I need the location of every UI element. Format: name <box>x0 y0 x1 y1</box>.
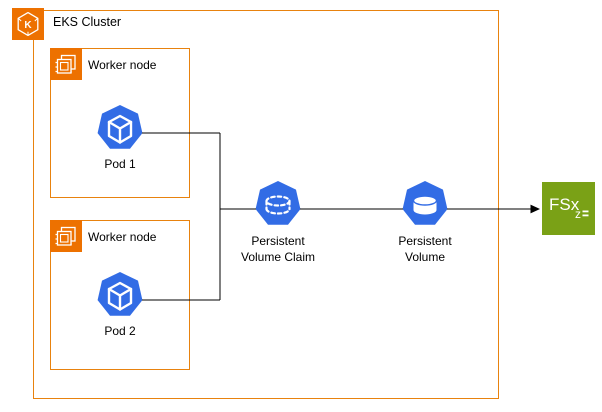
arrowhead-icon <box>530 204 540 214</box>
pod-1-label: Pod 1 <box>104 157 136 171</box>
worker-node-2-label: Worker node <box>88 230 157 244</box>
fsx-openzfs-icon: FSx z <box>542 182 595 235</box>
cluster-title: EKS Cluster <box>53 15 122 29</box>
pv-label: Persistent Volume <box>365 233 485 265</box>
pvc-label: Persistent Volume Claim <box>218 233 338 265</box>
pv-label-line1: Persistent <box>398 234 452 248</box>
pvc-label-line2: Volume Claim <box>240 250 316 264</box>
eks-icon-letter: K <box>24 20 32 31</box>
k8s-persistent-volume-icon <box>401 180 449 228</box>
eks-cluster-box <box>33 10 499 399</box>
fsx-subscript: z <box>575 207 581 221</box>
eks-hexagon-glyph: K <box>17 11 39 37</box>
pv-label-line2: Volume <box>404 250 446 264</box>
fsx-label: FSx <box>549 195 580 214</box>
pvc-label-line1: Persistent <box>251 234 305 248</box>
k8s-pod-icon <box>96 271 144 319</box>
k8s-pod-icon <box>96 104 144 152</box>
worker-node-1-label: Worker node <box>88 58 157 72</box>
compute-chip-icon <box>50 48 82 80</box>
eks-cluster-icon: K <box>12 8 44 40</box>
worker-node-1-box <box>50 48 190 198</box>
pod-2-label: Pod 2 <box>104 324 136 338</box>
compute-chip-icon <box>50 220 82 252</box>
worker-node-2-box <box>50 220 190 370</box>
k8s-persistent-volume-claim-icon <box>254 180 302 228</box>
